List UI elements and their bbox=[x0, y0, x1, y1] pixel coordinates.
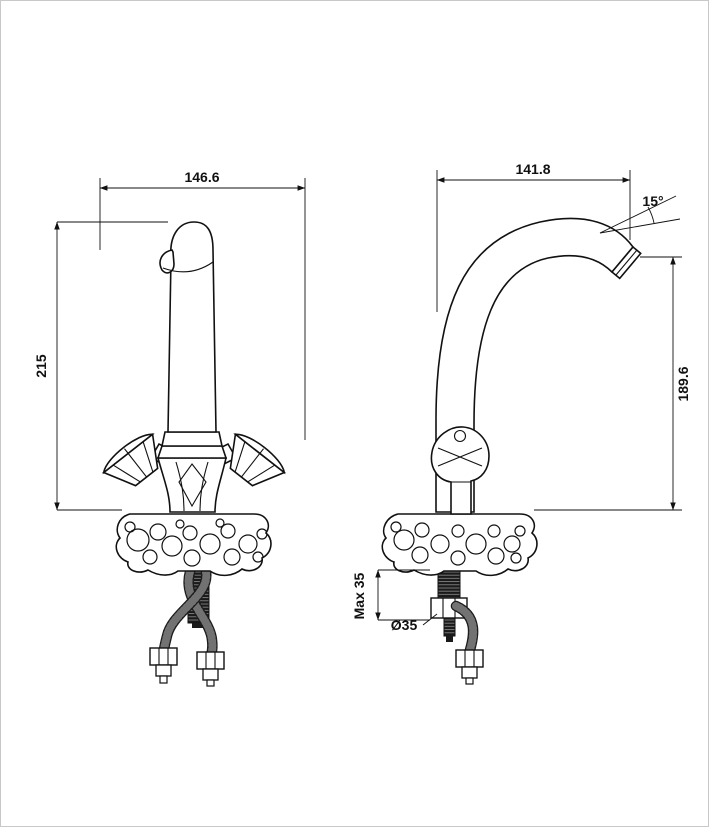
dim-text-front-height: 215 bbox=[33, 354, 49, 378]
dim-spout-angle: 15° bbox=[599, 193, 681, 234]
faucet-body-front bbox=[156, 431, 228, 513]
spout-front bbox=[159, 221, 217, 433]
supply-hoses-front bbox=[149, 566, 225, 687]
dim-text-front-width: 146.6 bbox=[184, 169, 219, 185]
supply-hose-side bbox=[450, 600, 484, 685]
dim-text-side-width: 141.8 bbox=[515, 161, 550, 177]
label-hole-diameter: Ø35 bbox=[391, 613, 438, 633]
handle-side bbox=[430, 426, 490, 515]
dim-side-width: 141.8 bbox=[436, 161, 631, 312]
dim-max-thickness: Max 35 bbox=[351, 569, 430, 621]
escutcheon-front bbox=[115, 513, 272, 577]
escutcheon-front-texture bbox=[124, 518, 268, 567]
escutcheon-side bbox=[381, 513, 538, 577]
dim-text-side-height: 189.6 bbox=[675, 366, 691, 401]
spout-outlet-front bbox=[159, 249, 175, 274]
front-view bbox=[102, 221, 286, 687]
dim-text-hole-diameter: Ø35 bbox=[391, 617, 418, 633]
dim-side-height: 189.6 bbox=[534, 256, 691, 511]
dim-text-max-thickness: Max 35 bbox=[351, 572, 367, 619]
spout-side bbox=[435, 217, 642, 513]
hose-connector-side bbox=[455, 649, 484, 685]
left-handle bbox=[102, 432, 159, 487]
hose-connector-left bbox=[149, 647, 178, 684]
dim-front-height: 215 bbox=[33, 221, 168, 511]
side-view bbox=[381, 217, 642, 685]
dim-front-width: 146.6 bbox=[99, 169, 306, 440]
dim-text-spout-angle: 15° bbox=[642, 193, 663, 209]
right-handle bbox=[229, 432, 286, 487]
escutcheon-side-texture bbox=[390, 521, 526, 566]
hose-connector-right bbox=[196, 651, 225, 687]
